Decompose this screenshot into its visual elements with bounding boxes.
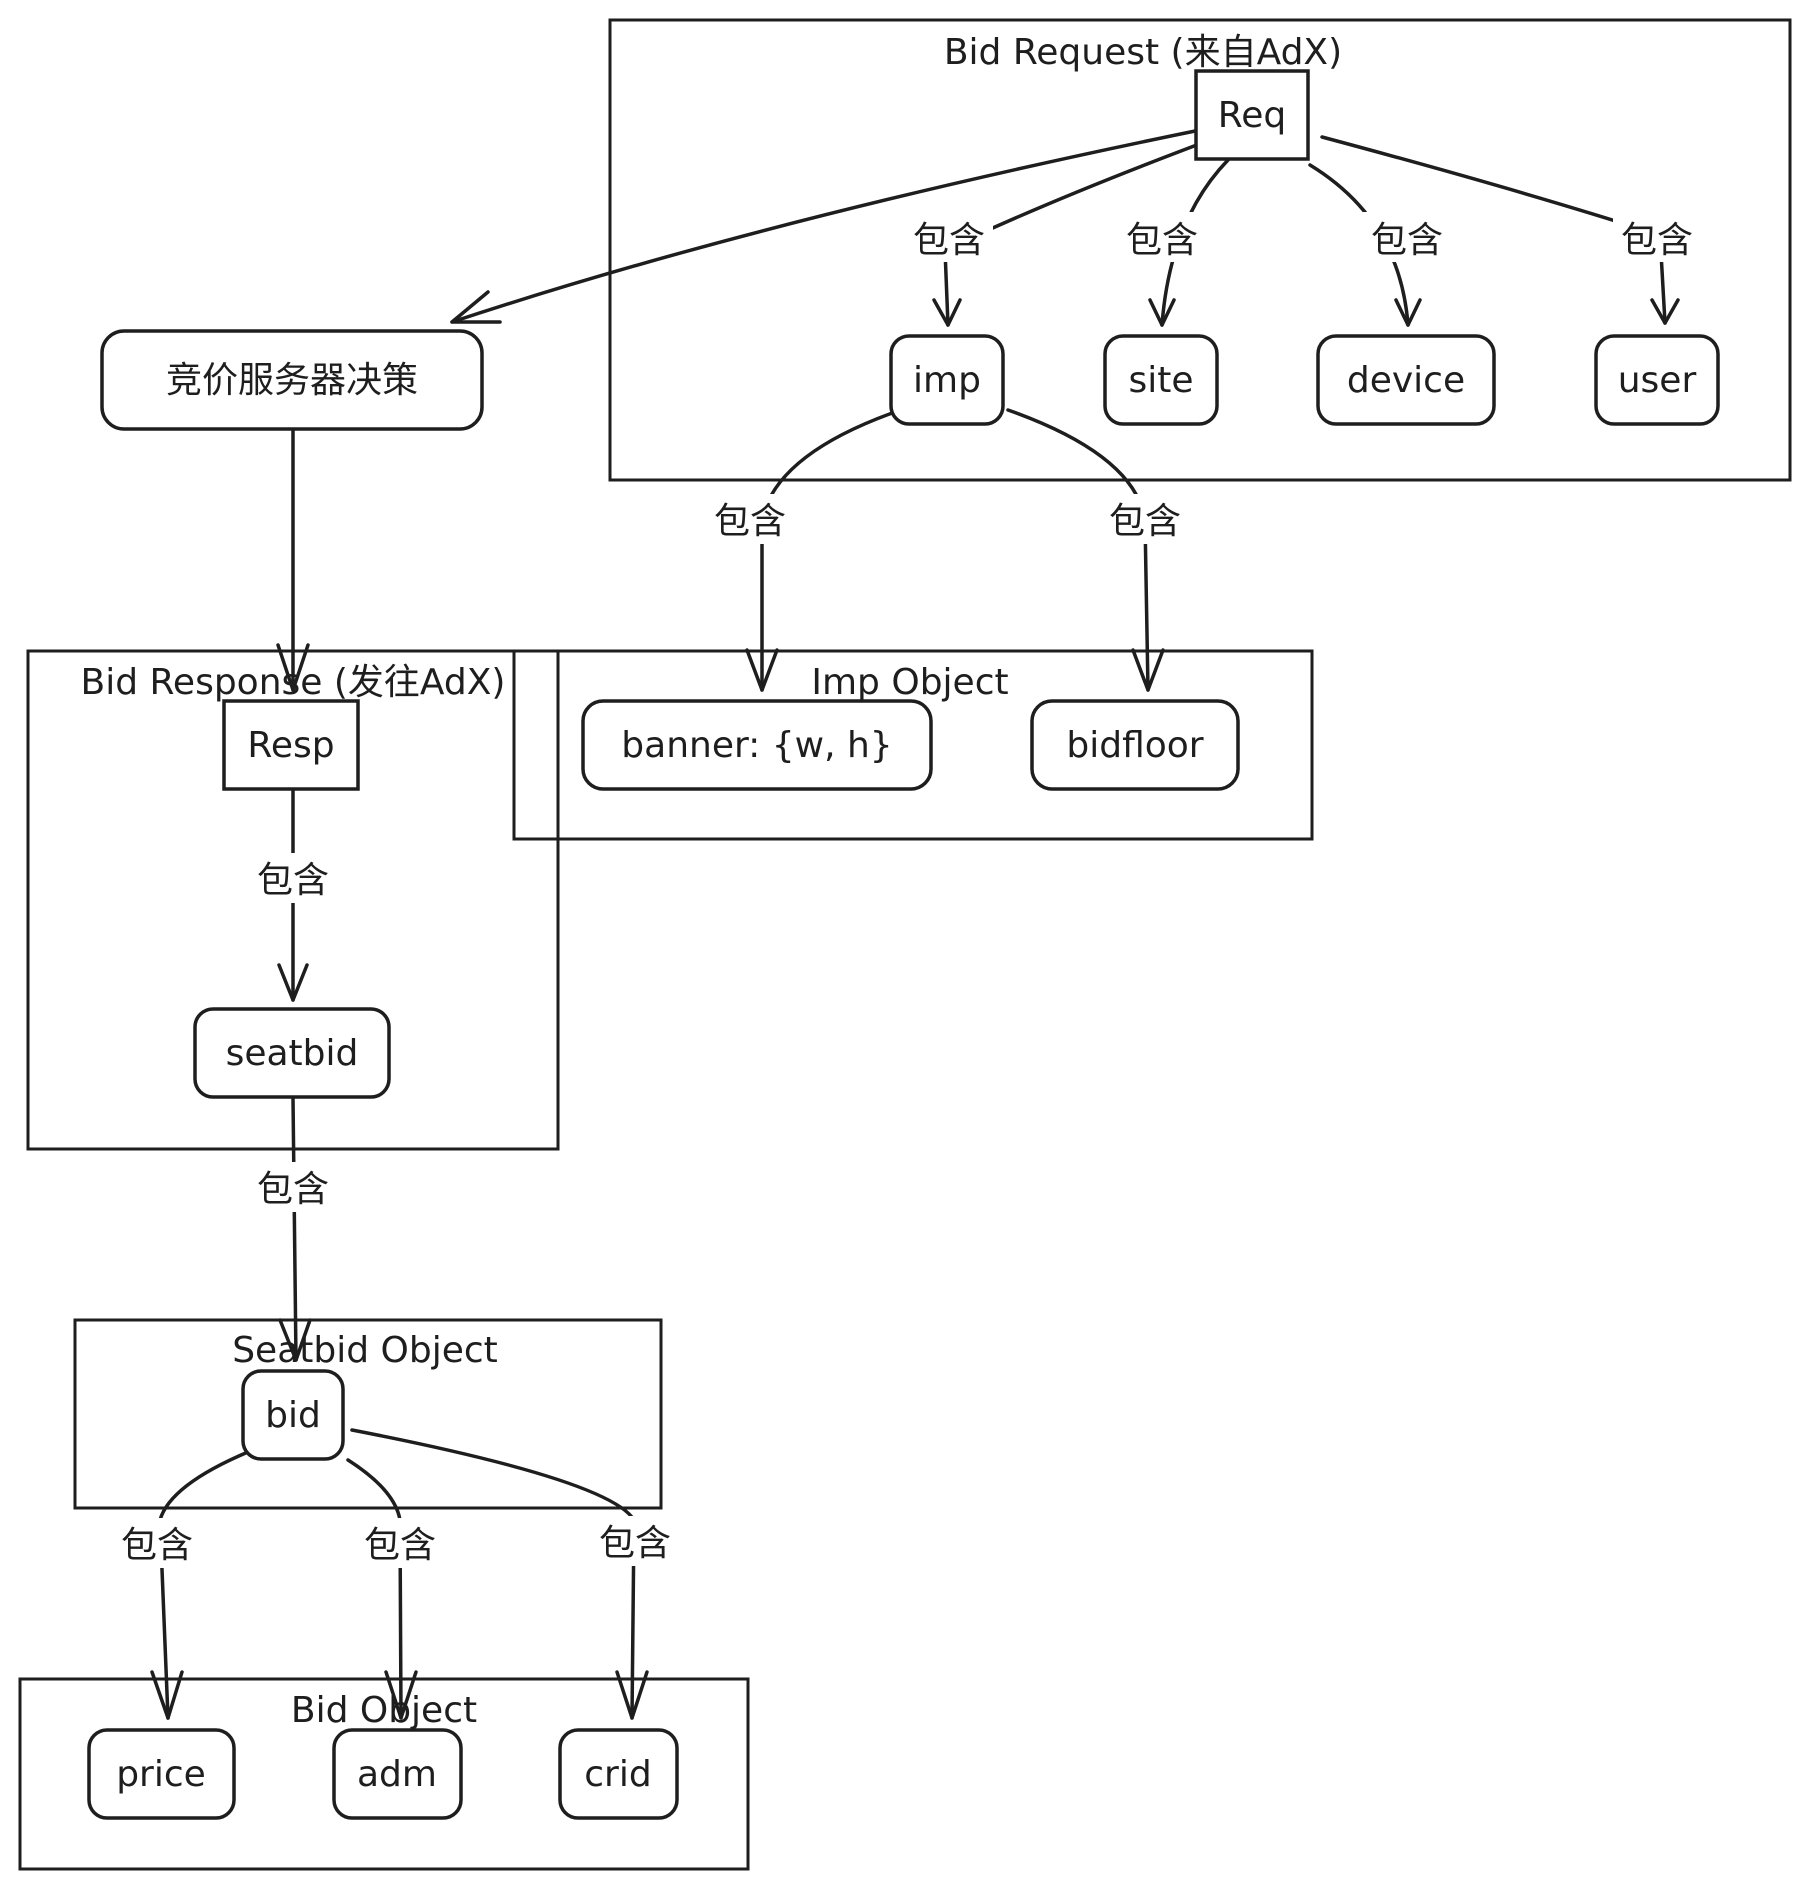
group-seatbid-object	[73, 1318, 663, 1510]
node-user-label: user	[1618, 360, 1697, 401]
edge-label-resp-seatbid: 包含	[257, 860, 329, 901]
node-req	[1194, 69, 1310, 161]
group-title-imp-object: Imp Object	[811, 662, 1008, 703]
edge-seatbid-bid-arrowhead	[278, 1318, 312, 1362]
edge-resp-seatbid-arrowhead	[277, 963, 309, 1002]
node-banner	[581, 699, 933, 791]
edge-bid-crid	[350, 1428, 636, 1720]
node-req-label: Req	[1218, 95, 1286, 136]
edge-label-req-imp: 包含	[913, 220, 985, 261]
edge-imp-banner-arrowhead	[745, 648, 779, 692]
edge-label-bid-price: 包含	[121, 1525, 193, 1566]
group-title-seatbid-object: Seatbid Object	[232, 1330, 498, 1371]
node-site-label: site	[1128, 360, 1193, 401]
group-bid-object	[18, 1677, 750, 1871]
node-resp-label: Resp	[247, 725, 334, 766]
node-resp	[222, 699, 360, 791]
edge-label-imp-banner: 包含	[714, 501, 786, 542]
edge-req-decision-arrowhead	[450, 290, 502, 324]
node-imp-label: imp	[913, 360, 981, 401]
edge-bid-price	[158, 1450, 250, 1720]
edge-label-req-site: 包含	[1126, 220, 1198, 261]
edge-label-seatbid-bid: 包含	[257, 1169, 329, 1210]
node-seatbid-label: seatbid	[226, 1033, 359, 1074]
edge-bid-adm-arrowhead	[384, 1670, 418, 1720]
group-title-bid-object: Bid Object	[291, 1690, 477, 1731]
edge-req-decision	[450, 128, 1202, 324]
node-device-label: device	[1347, 360, 1465, 401]
edge-bid-crid-arrowhead	[615, 1670, 649, 1720]
node-bid	[241, 1369, 345, 1461]
node-seatbid	[193, 1007, 391, 1099]
edge-imp-bidfloor	[1006, 408, 1150, 692]
node-decision-label: 竞价服务器决策	[166, 360, 418, 401]
edge-label-req-device: 包含	[1371, 220, 1443, 261]
edge-label-imp-bidfloor: 包含	[1109, 501, 1181, 542]
node-adm-label: adm	[357, 1754, 437, 1795]
node-banner-label: banner: {w, h}	[621, 725, 892, 766]
group-title-bid-response: Bid Response (发往AdX)	[81, 662, 506, 703]
node-device	[1316, 334, 1496, 426]
group-title-bid-request: Bid Request (来自AdX)	[944, 32, 1342, 73]
node-bidfloor	[1030, 699, 1240, 791]
edge-req-site-arrowhead	[1148, 298, 1176, 327]
edge-req-device-arrowhead	[1394, 298, 1422, 327]
node-crid-label: crid	[584, 1754, 651, 1795]
node-adm	[332, 1728, 463, 1820]
edge-bid-price-arrowhead	[150, 1670, 184, 1720]
edge-req-user-arrowhead	[1650, 298, 1680, 325]
node-decision	[100, 329, 484, 431]
node-crid	[558, 1728, 679, 1820]
node-bidfloor-label: bidfloor	[1066, 725, 1203, 766]
group-imp-object	[512, 649, 1314, 841]
edge-label-bid-crid: 包含	[599, 1523, 671, 1564]
edge-decision-resp-arrowhead	[276, 643, 310, 692]
edge-seatbid-bid	[291, 1096, 298, 1362]
edge-label-bid-adm: 包含	[364, 1525, 436, 1566]
edge-req-imp-arrowhead	[932, 298, 962, 327]
edge-imp-banner	[760, 410, 897, 692]
node-bid-label: bid	[265, 1395, 321, 1436]
node-user	[1594, 334, 1720, 426]
node-price-label: price	[116, 1754, 206, 1795]
node-imp	[889, 334, 1005, 426]
edge-label-req-user: 包含	[1621, 220, 1693, 261]
node-price	[87, 1728, 236, 1820]
group-bid-request	[608, 18, 1792, 482]
node-site	[1103, 334, 1219, 426]
edge-imp-bidfloor-arrowhead	[1131, 648, 1165, 692]
